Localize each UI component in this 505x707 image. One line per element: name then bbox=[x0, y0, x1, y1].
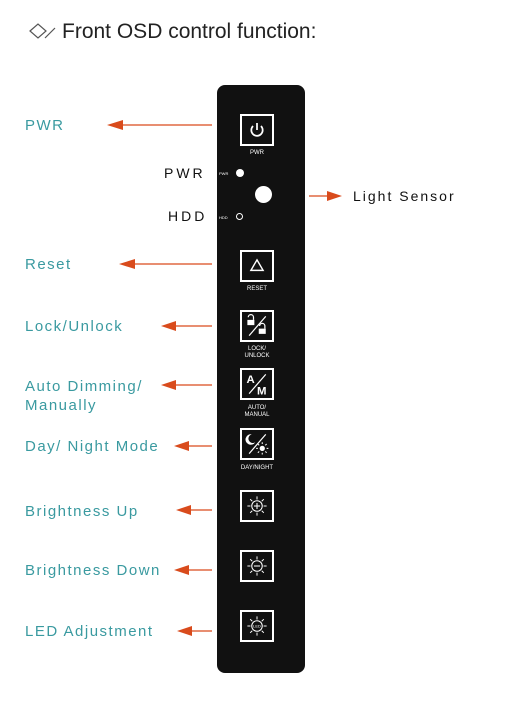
arrow-auto bbox=[161, 380, 212, 390]
led-adjustment-button[interactable]: LED bbox=[240, 610, 274, 642]
lock-unlock-icon bbox=[247, 314, 267, 337]
arrow-bright-down bbox=[174, 565, 212, 575]
label-reset: Reset bbox=[25, 256, 72, 273]
pwr-caption: PWR bbox=[250, 150, 264, 156]
sun-led-icon: LED bbox=[247, 616, 267, 636]
auto-manual-caption: AUTO/ MANUAL bbox=[244, 405, 270, 418]
hdd-indicator-small-text: HDD bbox=[219, 215, 228, 220]
page-title: Front OSD control function: bbox=[28, 20, 316, 44]
label-day-night-mode: Day/ Night Mode bbox=[25, 438, 160, 455]
label-brightness-down: Brightness Down bbox=[25, 562, 161, 579]
reset-button[interactable] bbox=[240, 250, 274, 282]
pwr-indicator-label: PWR bbox=[164, 165, 206, 181]
label-pwr: PWR bbox=[25, 117, 65, 134]
pwr-button[interactable] bbox=[240, 114, 274, 146]
day-night-caption: DAY/NIGHT bbox=[240, 465, 274, 471]
moon-sun-icon bbox=[245, 433, 269, 455]
auto-manual-button[interactable]: A M bbox=[240, 368, 274, 400]
hdd-led bbox=[236, 213, 243, 220]
pwr-led bbox=[236, 169, 244, 177]
led-icon-text: LED bbox=[253, 624, 261, 629]
arrow-light-sensor bbox=[309, 191, 342, 201]
label-light-sensor: Light Sensor bbox=[353, 188, 456, 204]
a-m-icon: A M bbox=[247, 373, 266, 398]
diamond-slash-icon bbox=[29, 23, 56, 39]
brightness-up-button[interactable] bbox=[240, 490, 274, 522]
arrow-pwr bbox=[107, 120, 212, 130]
svg-text:A: A bbox=[247, 374, 255, 386]
reset-caption: RESET bbox=[246, 286, 267, 292]
lock-unlock-button[interactable] bbox=[240, 310, 274, 342]
arrow-bright-up bbox=[176, 505, 212, 515]
label-led-adjustment: LED Adjustment bbox=[25, 623, 154, 640]
triangle-icon bbox=[249, 258, 265, 272]
arrow-daynight bbox=[174, 441, 212, 451]
arrow-reset bbox=[119, 259, 212, 269]
label-brightness-up: Brightness Up bbox=[25, 503, 139, 520]
arrow-lock bbox=[161, 321, 212, 331]
lock-unlock-caption: LOCK/ UNLOCK bbox=[244, 346, 270, 359]
light-sensor bbox=[255, 186, 272, 203]
sun-minus-icon bbox=[247, 556, 267, 576]
power-icon bbox=[250, 123, 264, 137]
svg-text:M: M bbox=[257, 386, 266, 398]
sun-plus-icon bbox=[247, 496, 267, 516]
brightness-down-button[interactable] bbox=[240, 550, 274, 582]
label-auto-dimming: Auto Dimming/ Manually bbox=[25, 378, 143, 414]
day-night-button[interactable] bbox=[240, 428, 274, 460]
arrow-led bbox=[177, 626, 212, 636]
pwr-indicator-small-text: PWR bbox=[219, 171, 229, 176]
hdd-indicator-label: HDD bbox=[168, 208, 208, 224]
label-lock-unlock: Lock/Unlock bbox=[25, 318, 124, 335]
